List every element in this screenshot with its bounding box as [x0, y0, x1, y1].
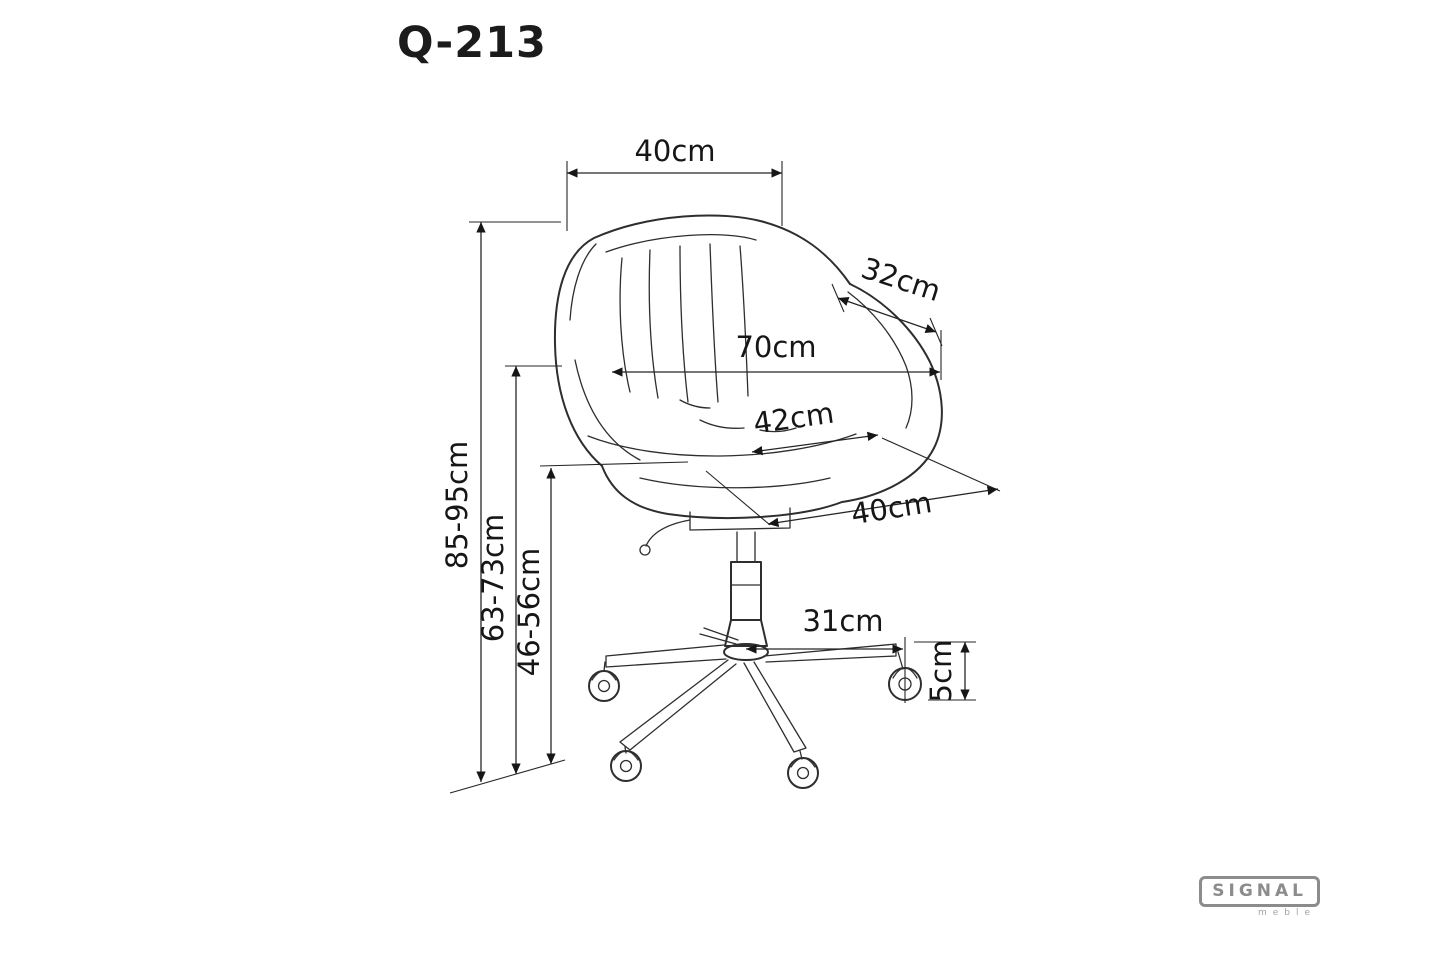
dim-base-leg-length: 31cm — [746, 604, 906, 703]
dim-armrest-depth: 32cm — [831, 251, 945, 347]
dim-back-top-width: 40cm — [566, 134, 783, 231]
floor-reference-line — [449, 759, 566, 794]
brand-name: SIGNAL — [1212, 881, 1307, 901]
dim-seat-height: 46-56cm — [512, 461, 689, 764]
dim-label-seat-height: 46-56cm — [512, 548, 546, 676]
chair-seat-front-edge — [601, 465, 843, 519]
dim-label-base-leg-length: 31cm — [802, 604, 883, 638]
tilt-lever — [645, 519, 691, 547]
dim-seat-width: 42cm — [751, 396, 879, 456]
caster-left — [588, 661, 620, 702]
dim-overall-width: 70cm — [612, 330, 942, 380]
chair-seat-wrinkles — [679, 399, 797, 433]
chair-quilting — [619, 243, 749, 403]
dim-label-overall-width: 70cm — [735, 330, 816, 364]
dim-label-seat-width: 42cm — [751, 396, 836, 441]
chair-seat-crease — [639, 477, 831, 489]
dim-caster-height: 5cm — [914, 640, 976, 703]
page-title: Q-213 — [397, 18, 547, 68]
dim-label-seat-depth: 40cm — [849, 485, 934, 531]
base-leg-right — [763, 643, 897, 663]
brand-subtitle: meble — [1257, 908, 1316, 918]
dim-label-back-top-width: 40cm — [634, 134, 715, 168]
seat-mechanism-plate — [689, 507, 791, 531]
tilt-lever-knob — [639, 544, 651, 556]
dim-label-armrest-depth: 32cm — [857, 251, 945, 308]
caster-front-left — [610, 746, 642, 782]
chair-illustration — [553, 214, 943, 789]
dim-armrest-height: 63-73cm — [476, 365, 562, 774]
chair-shell-left-top — [553, 214, 851, 467]
chair-left-shoulder-inner — [569, 243, 597, 321]
brand-logo: SIGNAL meble — [1194, 876, 1320, 918]
base-leg-front-center — [743, 661, 807, 753]
dim-label-caster-height: 5cm — [924, 640, 958, 703]
dim-overall-height: 85-95cm — [440, 221, 561, 782]
dim-label-armrest-height: 63-73cm — [476, 514, 510, 642]
caster-front-center — [787, 750, 819, 789]
chair-left-arm-inner — [574, 359, 641, 461]
base-leg-front-left — [619, 659, 737, 751]
base-leg-rear — [699, 627, 739, 645]
dim-label-overall-height: 85-95cm — [440, 441, 474, 569]
chair-back-inner-top-seam — [605, 234, 757, 253]
gas-lift-column — [724, 531, 768, 647]
base-leg-left — [605, 644, 727, 668]
brand-logo-box: SIGNAL — [1199, 876, 1320, 907]
